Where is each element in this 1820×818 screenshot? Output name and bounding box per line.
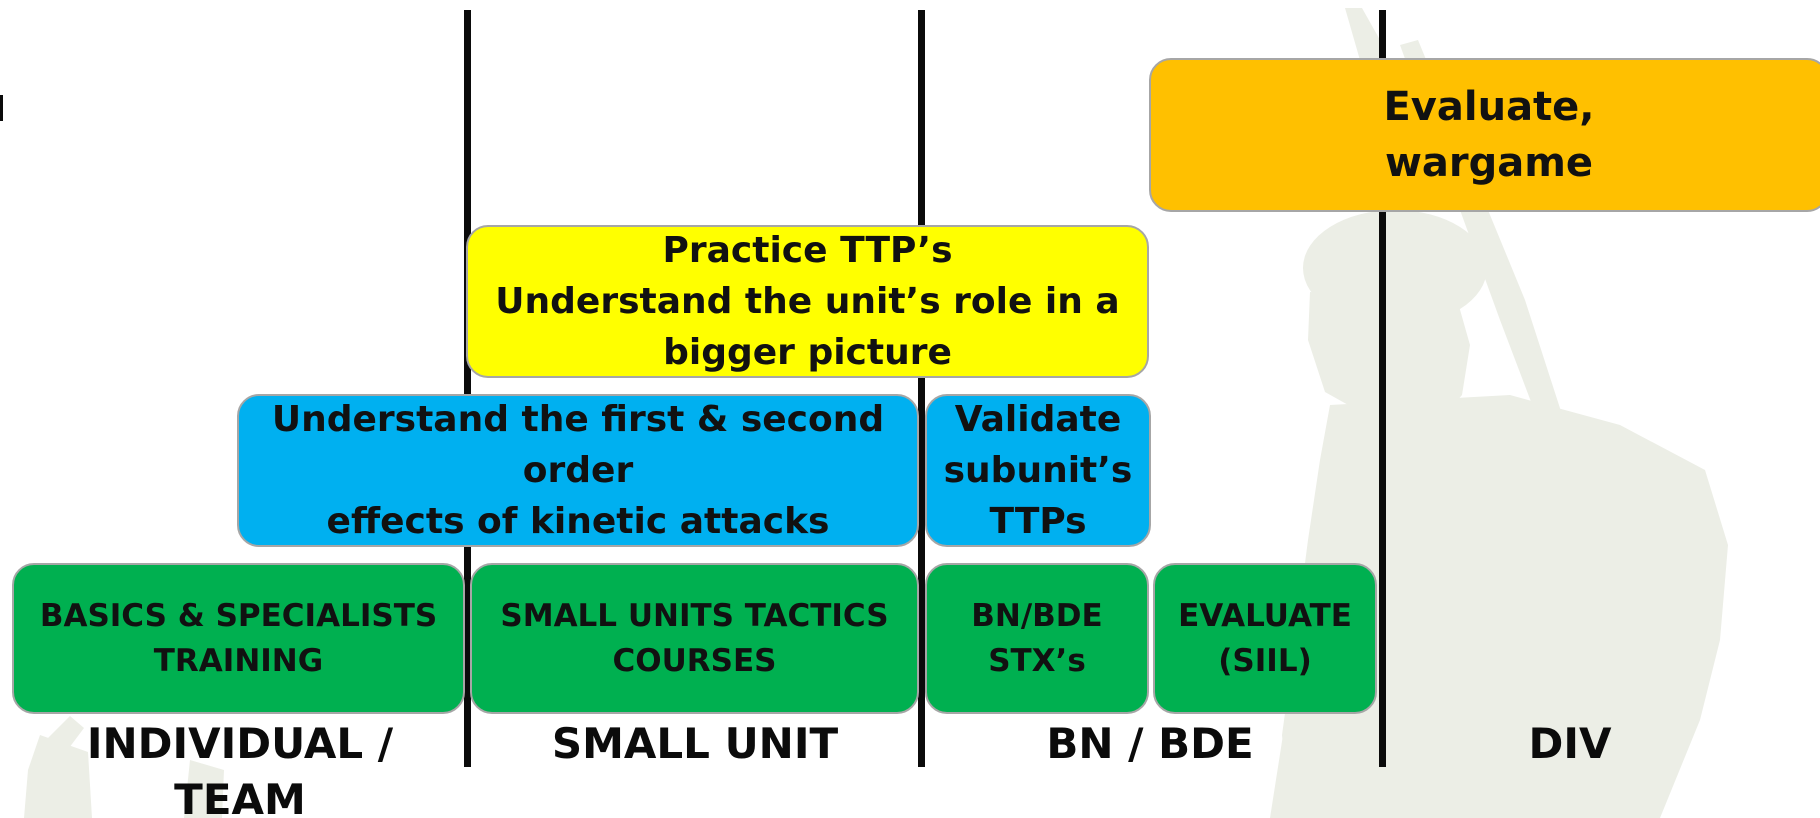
column-divider-1 [464, 10, 471, 767]
edge-marker [0, 95, 3, 121]
column-label-bn-bde: BN / BDE [1046, 719, 1254, 768]
column-label-small-unit: SMALL UNIT [551, 719, 839, 768]
practice-ttps-text: Practice TTP’s Understand the unit’s rol… [495, 230, 1120, 373]
kinetic-effects-text: Understand the first & second order effe… [271, 399, 885, 542]
small-units-courses-box: SMALL UNITS TACTICS COURSES [470, 563, 919, 714]
evaluate-wargame-box: Evaluate, wargame [1149, 58, 1820, 212]
column-label-div: DIV [1528, 719, 1612, 768]
evaluate-wargame-text: Evaluate, wargame [1383, 84, 1595, 186]
column-divider-2 [918, 10, 925, 767]
column-label-individual-team: INDIVIDUAL / TEAM [86, 719, 394, 818]
bn-bde-stx-text: BN/BDE STX’s [971, 597, 1103, 679]
small-units-courses-text: SMALL UNITS TACTICS COURSES [500, 597, 889, 679]
practice-ttps-box: Practice TTP’s Understand the unit’s rol… [466, 225, 1149, 378]
validate-subunit-box: Validate subunit’s TTPs [925, 394, 1151, 547]
evaluate-siil-box: EVALUATE (SIIL) [1153, 563, 1377, 714]
validate-subunit-text: Validate subunit’s TTPs [943, 399, 1133, 542]
column-divider-3 [1379, 10, 1386, 767]
kinetic-effects-box: Understand the first & second order effe… [237, 394, 919, 547]
basics-training-text: BASICS & SPECIALISTS TRAINING [39, 597, 438, 679]
evaluate-siil-text: EVALUATE (SIIL) [1178, 597, 1352, 679]
bn-bde-stx-box: BN/BDE STX’s [925, 563, 1149, 714]
basics-training-box: BASICS & SPECIALISTS TRAINING [12, 563, 465, 714]
